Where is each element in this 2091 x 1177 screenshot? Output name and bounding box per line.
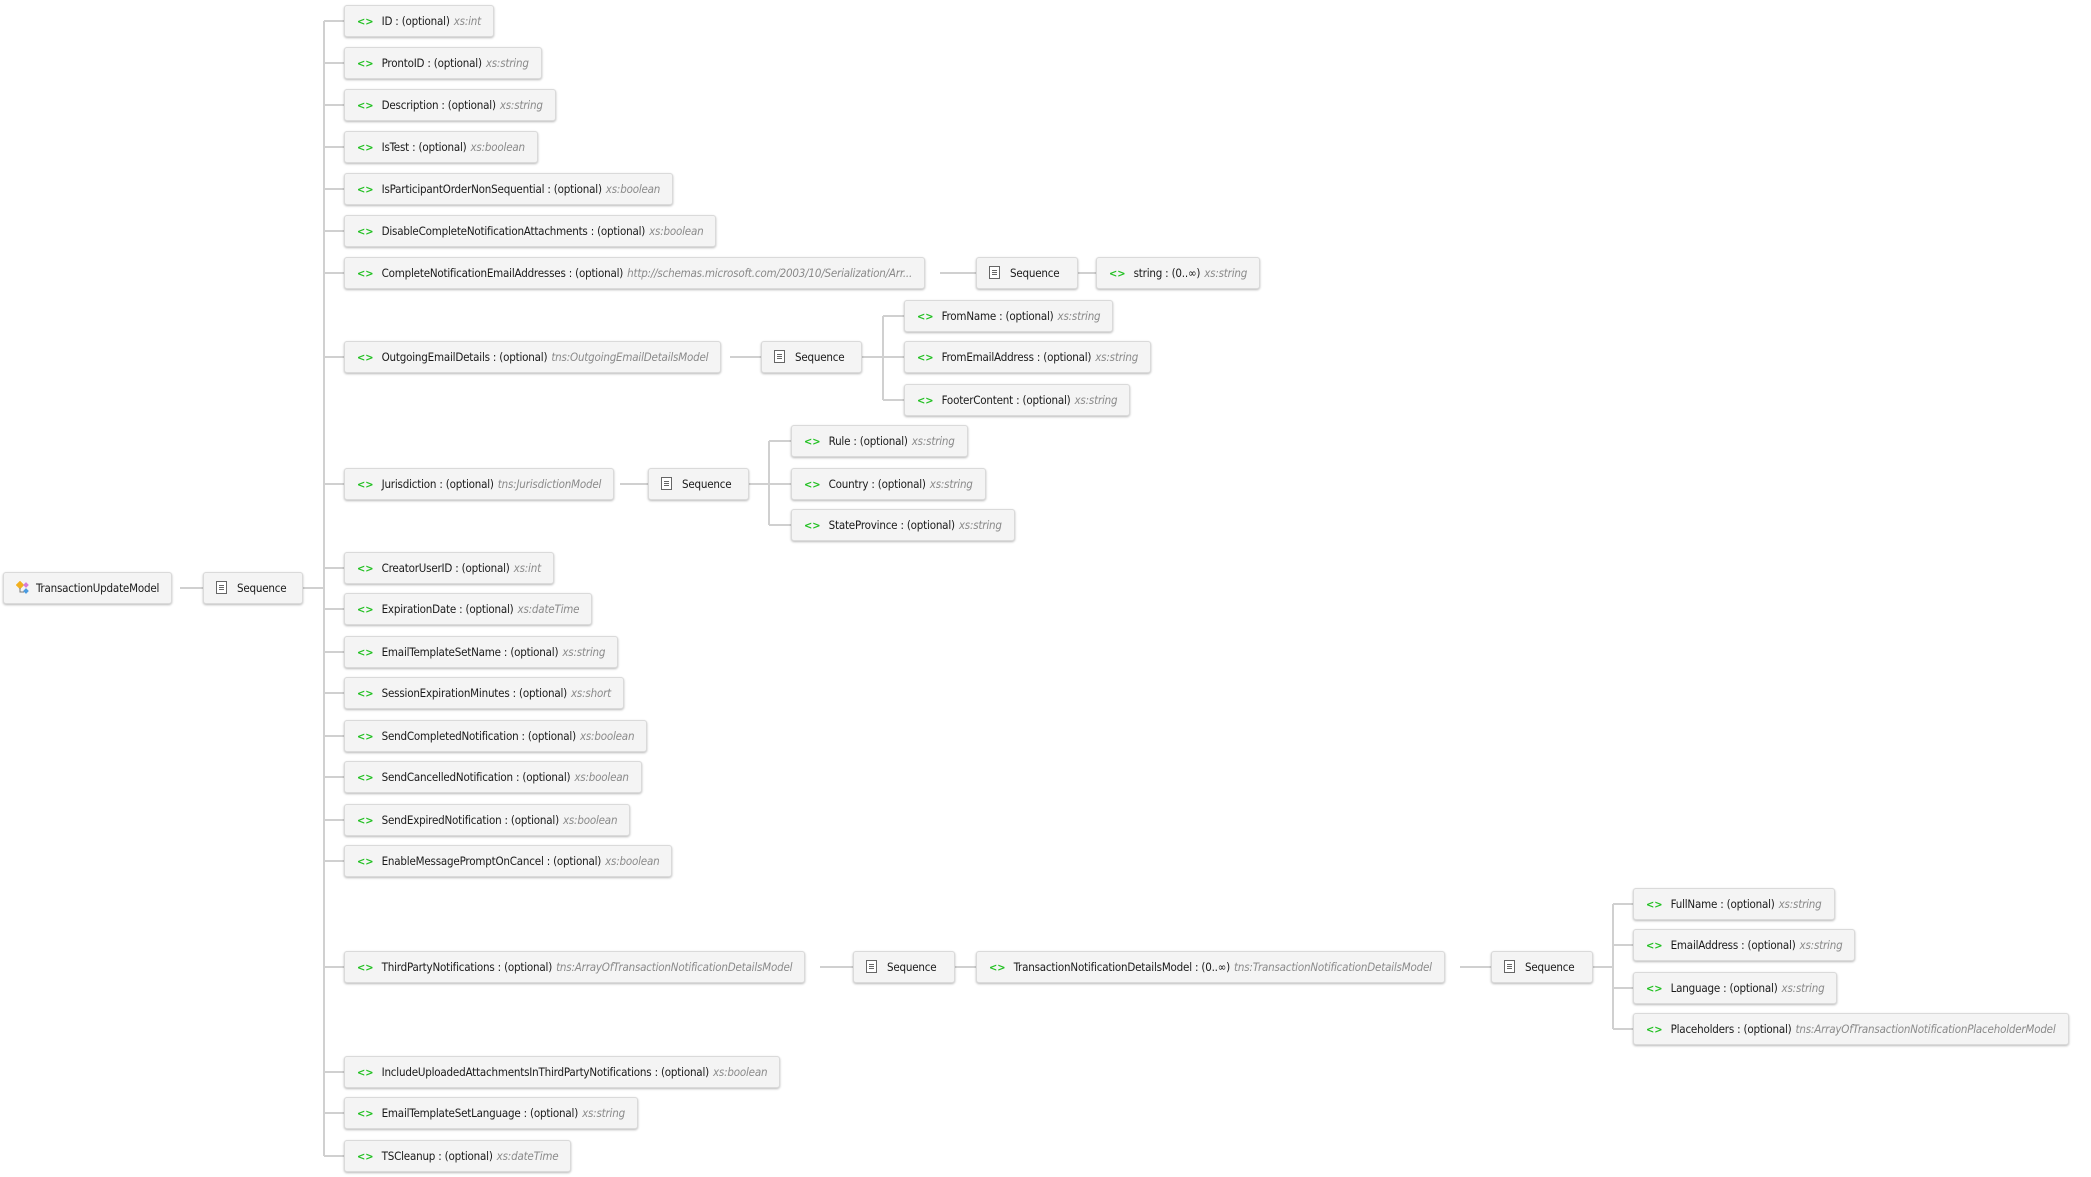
element-country[interactable]: <>Country(optional)xs:string bbox=[791, 468, 986, 500]
element-icon: <> bbox=[989, 961, 1006, 974]
element-disablecompletenotificationattachments[interactable]: <>DisableCompleteNotificationAttachments… bbox=[344, 215, 717, 247]
element-rule[interactable]: <>Rule(optional)xs:string bbox=[791, 425, 968, 457]
element-emailtemplatesetname[interactable]: <>EmailTemplateSetName(optional)xs:strin… bbox=[344, 636, 619, 668]
element-emailtemplatesetlanguage[interactable]: <>EmailTemplateSetLanguage(optional)xs:s… bbox=[344, 1097, 638, 1129]
jurisdiction-sequence-node[interactable]: Sequence bbox=[648, 468, 749, 500]
element-icon: <> bbox=[804, 435, 821, 448]
element-sendcompletednotification[interactable]: <>SendCompletedNotification(optional)xs:… bbox=[344, 720, 648, 752]
element-icon: <> bbox=[357, 562, 374, 575]
element-istest[interactable]: <>IsTest(optional)xs:boolean bbox=[344, 131, 538, 163]
root-sequence-node[interactable]: Sequence bbox=[203, 572, 303, 604]
element-icon: <> bbox=[357, 1066, 374, 1079]
element-creatoruserid[interactable]: <>CreatorUserID(optional)xs:int bbox=[344, 552, 554, 584]
sequence-icon bbox=[661, 477, 672, 490]
element-sessionexpirationminutes[interactable]: <>SessionExpirationMinutes(optional)xs:s… bbox=[344, 677, 624, 709]
sequence-icon bbox=[866, 960, 877, 973]
root-complex-type-node[interactable]: TransactionUpdateModel bbox=[3, 572, 173, 604]
element-icon: <> bbox=[357, 15, 374, 28]
element-completenotificationemailaddresses[interactable]: <>CompleteNotificationEmailAddresses(opt… bbox=[344, 257, 926, 289]
element-icon: <> bbox=[357, 814, 374, 827]
element-icon: <> bbox=[917, 394, 934, 407]
element-icon: <> bbox=[357, 1107, 374, 1120]
element-icon: <> bbox=[357, 687, 374, 700]
element-expirationdate[interactable]: <>ExpirationDate(optional)xs:dateTime bbox=[344, 593, 593, 625]
element-icon: <> bbox=[357, 1150, 374, 1163]
element-icon: <> bbox=[357, 646, 374, 659]
element-fromemailaddress[interactable]: <>FromEmailAddress(optional)xs:string bbox=[904, 341, 1152, 373]
element-icon: <> bbox=[917, 351, 934, 364]
detail-sequence-node[interactable]: Sequence bbox=[1491, 951, 1593, 983]
root-name: TransactionUpdateModel bbox=[36, 581, 160, 595]
element-outgoingemaildetails[interactable]: <>OutgoingEmailDetails(optional)tns:Outg… bbox=[344, 341, 722, 373]
element-prontoid[interactable]: <>ProntoID(optional)xs:string bbox=[344, 47, 542, 79]
element-thirdpartynotifications[interactable]: <>ThirdPartyNotifications(optional)tns:A… bbox=[344, 951, 806, 983]
sequence-icon bbox=[989, 266, 1000, 279]
element-icon: <> bbox=[357, 141, 374, 154]
element-tscleanup[interactable]: <>TSCleanup(optional)xs:dateTime bbox=[344, 1140, 572, 1172]
complete-sequence-node[interactable]: Sequence bbox=[976, 257, 1078, 289]
thirdparty-sequence-node[interactable]: Sequence bbox=[853, 951, 955, 983]
element-includeuploadedattachments[interactable]: <>IncludeUploadedAttachmentsInThirdParty… bbox=[344, 1056, 781, 1088]
element-icon: <> bbox=[357, 351, 374, 364]
element-icon: <> bbox=[357, 961, 374, 974]
element-icon: <> bbox=[357, 183, 374, 196]
element-icon: <> bbox=[1646, 1023, 1663, 1036]
element-icon: <> bbox=[357, 99, 374, 112]
outgoing-sequence-node[interactable]: Sequence bbox=[761, 341, 862, 373]
element-icon: <> bbox=[357, 478, 374, 491]
element-language[interactable]: <>Language(optional)xs:string bbox=[1633, 972, 1838, 1004]
element-icon: <> bbox=[1646, 898, 1663, 911]
sequence-icon bbox=[1504, 960, 1515, 973]
element-jurisdiction[interactable]: <>Jurisdiction(optional)tns:Jurisdiction… bbox=[344, 468, 615, 500]
element-icon: <> bbox=[804, 519, 821, 532]
element-icon: <> bbox=[357, 855, 374, 868]
element-string[interactable]: <>string(0..∞)xs:string bbox=[1096, 257, 1261, 289]
element-enablemessagepromptoncancel[interactable]: <>EnableMessagePromptOnCancel(optional)x… bbox=[344, 845, 673, 877]
element-icon: <> bbox=[1646, 939, 1663, 952]
element-emailaddress[interactable]: <>EmailAddress(optional)xs:string bbox=[1633, 929, 1856, 961]
element-icon: <> bbox=[357, 730, 374, 743]
element-icon: <> bbox=[357, 603, 374, 616]
sequence-icon bbox=[216, 581, 227, 594]
element-icon: <> bbox=[357, 57, 374, 70]
element-fullname[interactable]: <>FullName(optional)xs:string bbox=[1633, 888, 1835, 920]
element-icon: <> bbox=[1109, 267, 1126, 280]
element-icon: <> bbox=[804, 478, 821, 491]
element-placeholders[interactable]: <>Placeholders(optional)tns:ArrayOfTrans… bbox=[1633, 1013, 2069, 1045]
element-stateprovince[interactable]: <>StateProvince(optional)xs:string bbox=[791, 509, 1015, 541]
element-icon: <> bbox=[917, 310, 934, 323]
element-icon: <> bbox=[357, 225, 374, 238]
sequence-label: Sequence bbox=[237, 581, 287, 595]
element-transactionnotificationdetailsmodel[interactable]: <>TransactionNotificationDetailsModel(0.… bbox=[976, 951, 1445, 983]
element-icon: <> bbox=[1646, 982, 1663, 995]
element-footercontent[interactable]: <>FooterContent(optional)xs:string bbox=[904, 384, 1131, 416]
element-icon: <> bbox=[357, 267, 374, 280]
element-isparticipantordernonsequential[interactable]: <>IsParticipantOrderNonSequential(option… bbox=[344, 173, 674, 205]
element-sendexpirednotification[interactable]: <>SendExpiredNotification(optional)xs:bo… bbox=[344, 804, 631, 836]
element-id[interactable]: <>ID(optional)xs:int bbox=[344, 5, 494, 37]
complex-type-icon bbox=[16, 581, 29, 594]
sequence-icon bbox=[774, 350, 785, 363]
element-fromname[interactable]: <>FromName(optional)xs:string bbox=[904, 300, 1114, 332]
element-sendcancellednotification[interactable]: <>SendCancelledNotification(optional)xs:… bbox=[344, 761, 642, 793]
element-description[interactable]: <>Description(optional)xs:string bbox=[344, 89, 556, 121]
element-icon: <> bbox=[357, 771, 374, 784]
